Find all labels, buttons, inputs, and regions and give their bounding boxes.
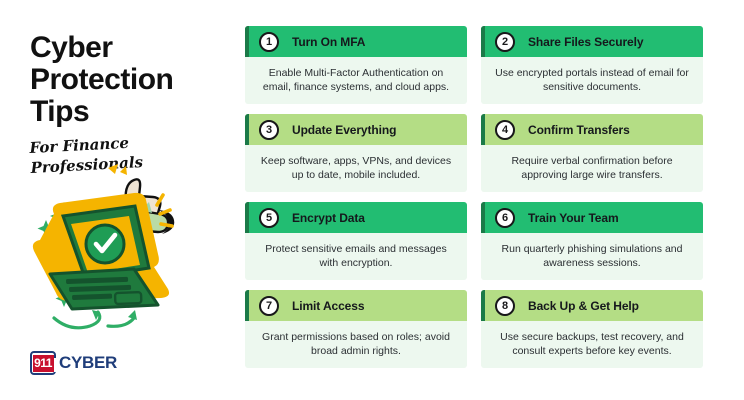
curved-arrow-icon [52,310,102,330]
tips-grid: 1 Turn On MFA Enable Multi-Factor Authenti… [245,26,723,368]
tip-card-title: Encrypt Data [292,210,365,225]
tip-card-header: 3 Update Everything [245,114,467,145]
tip-card-body-text: Run quarterly phishing simulations and a… [501,243,683,269]
curved-arrow-icon [106,316,136,328]
tip-card: 1 Turn On MFA Enable Multi-Factor Authenti… [245,26,467,104]
tip-number-badge: 2 [495,31,515,52]
tip-card-title: Update Everything [292,122,397,137]
tip-card-body-text: Protect sensitive emails and messages wi… [265,243,447,269]
tip-card-body: Use secure backups, test recovery, and c… [481,321,703,368]
tip-number-badge: 4 [495,119,515,140]
check-circle-icon [84,223,126,265]
tip-card-body-text: Keep software, apps, VPNs, and devices u… [260,155,452,181]
tip-card-header: 7 Limit Access [245,290,467,321]
laptop-icon [32,192,170,311]
tip-card-header: 2 Share Files Securely [481,26,703,57]
tip-number-badge: 7 [259,295,279,316]
tip-card-header: 1 Turn On MFA [245,26,467,57]
tip-number-badge: 5 [259,207,279,228]
tip-card-title: Back Up & Get Help [528,298,639,313]
brand-logo: 911 CYBER [30,350,117,376]
curved-arrow-icon [92,310,100,320]
logo-mark-icon: 911 [30,351,57,375]
tip-card-body: Use encrypted portals instead of email f… [481,57,703,104]
tip-card-title: Share Files Securely [528,34,644,49]
logo-wordmark: CYBER [59,353,118,372]
tip-card-body: Enable Multi-Factor Authentication on em… [245,57,467,104]
tip-number-badge: 1 [259,31,279,52]
page-title: Cyber Protection Tips [30,31,174,128]
tip-card-body-text: Enable Multi-Factor Authentication on em… [262,67,450,93]
tip-number-badge: 8 [495,295,515,316]
tip-card-body: Grant permissions based on roles; avoid … [245,321,467,368]
tip-card-title: Confirm Transfers [528,122,630,137]
tip-card-title: Train Your Team [528,210,619,225]
tip-card-body-text: Use secure backups, test recovery, and c… [500,331,684,357]
security-illustration [8,150,208,340]
curved-arrow-icon [128,310,137,320]
tip-card-header: 5 Encrypt Data [245,202,467,233]
tip-card-title: Limit Access [292,298,365,313]
tip-card-body-text: Require verbal confirmation before appro… [511,155,673,181]
tip-card-body: Protect sensitive emails and messages wi… [245,233,467,280]
tip-card-body: Require verbal confirmation before appro… [481,145,703,192]
tip-number-badge: 3 [259,119,279,140]
tip-card-body: Run quarterly phishing simulations and a… [481,233,703,280]
tip-card-header: 6 Train Your Team [481,202,703,233]
tip-card-header: 8 Back Up & Get Help [481,290,703,321]
tip-card-header: 4 Confirm Transfers [481,114,703,145]
logo-911-text: 911 [32,354,54,372]
tip-card-body-text: Grant permissions based on roles; avoid … [262,331,450,357]
left-panel: Cyber Protection Tips For Finance Profes… [0,0,232,400]
shine-lines-icon [155,193,174,228]
tip-card-body: Keep software, apps, VPNs, and devices u… [245,145,467,192]
tip-card-title: Turn On MFA [292,34,366,49]
tip-card-body-text: Use encrypted portals instead of email f… [495,67,689,93]
tip-number-badge: 6 [495,207,515,228]
logo-bracket-shape [30,351,57,375]
